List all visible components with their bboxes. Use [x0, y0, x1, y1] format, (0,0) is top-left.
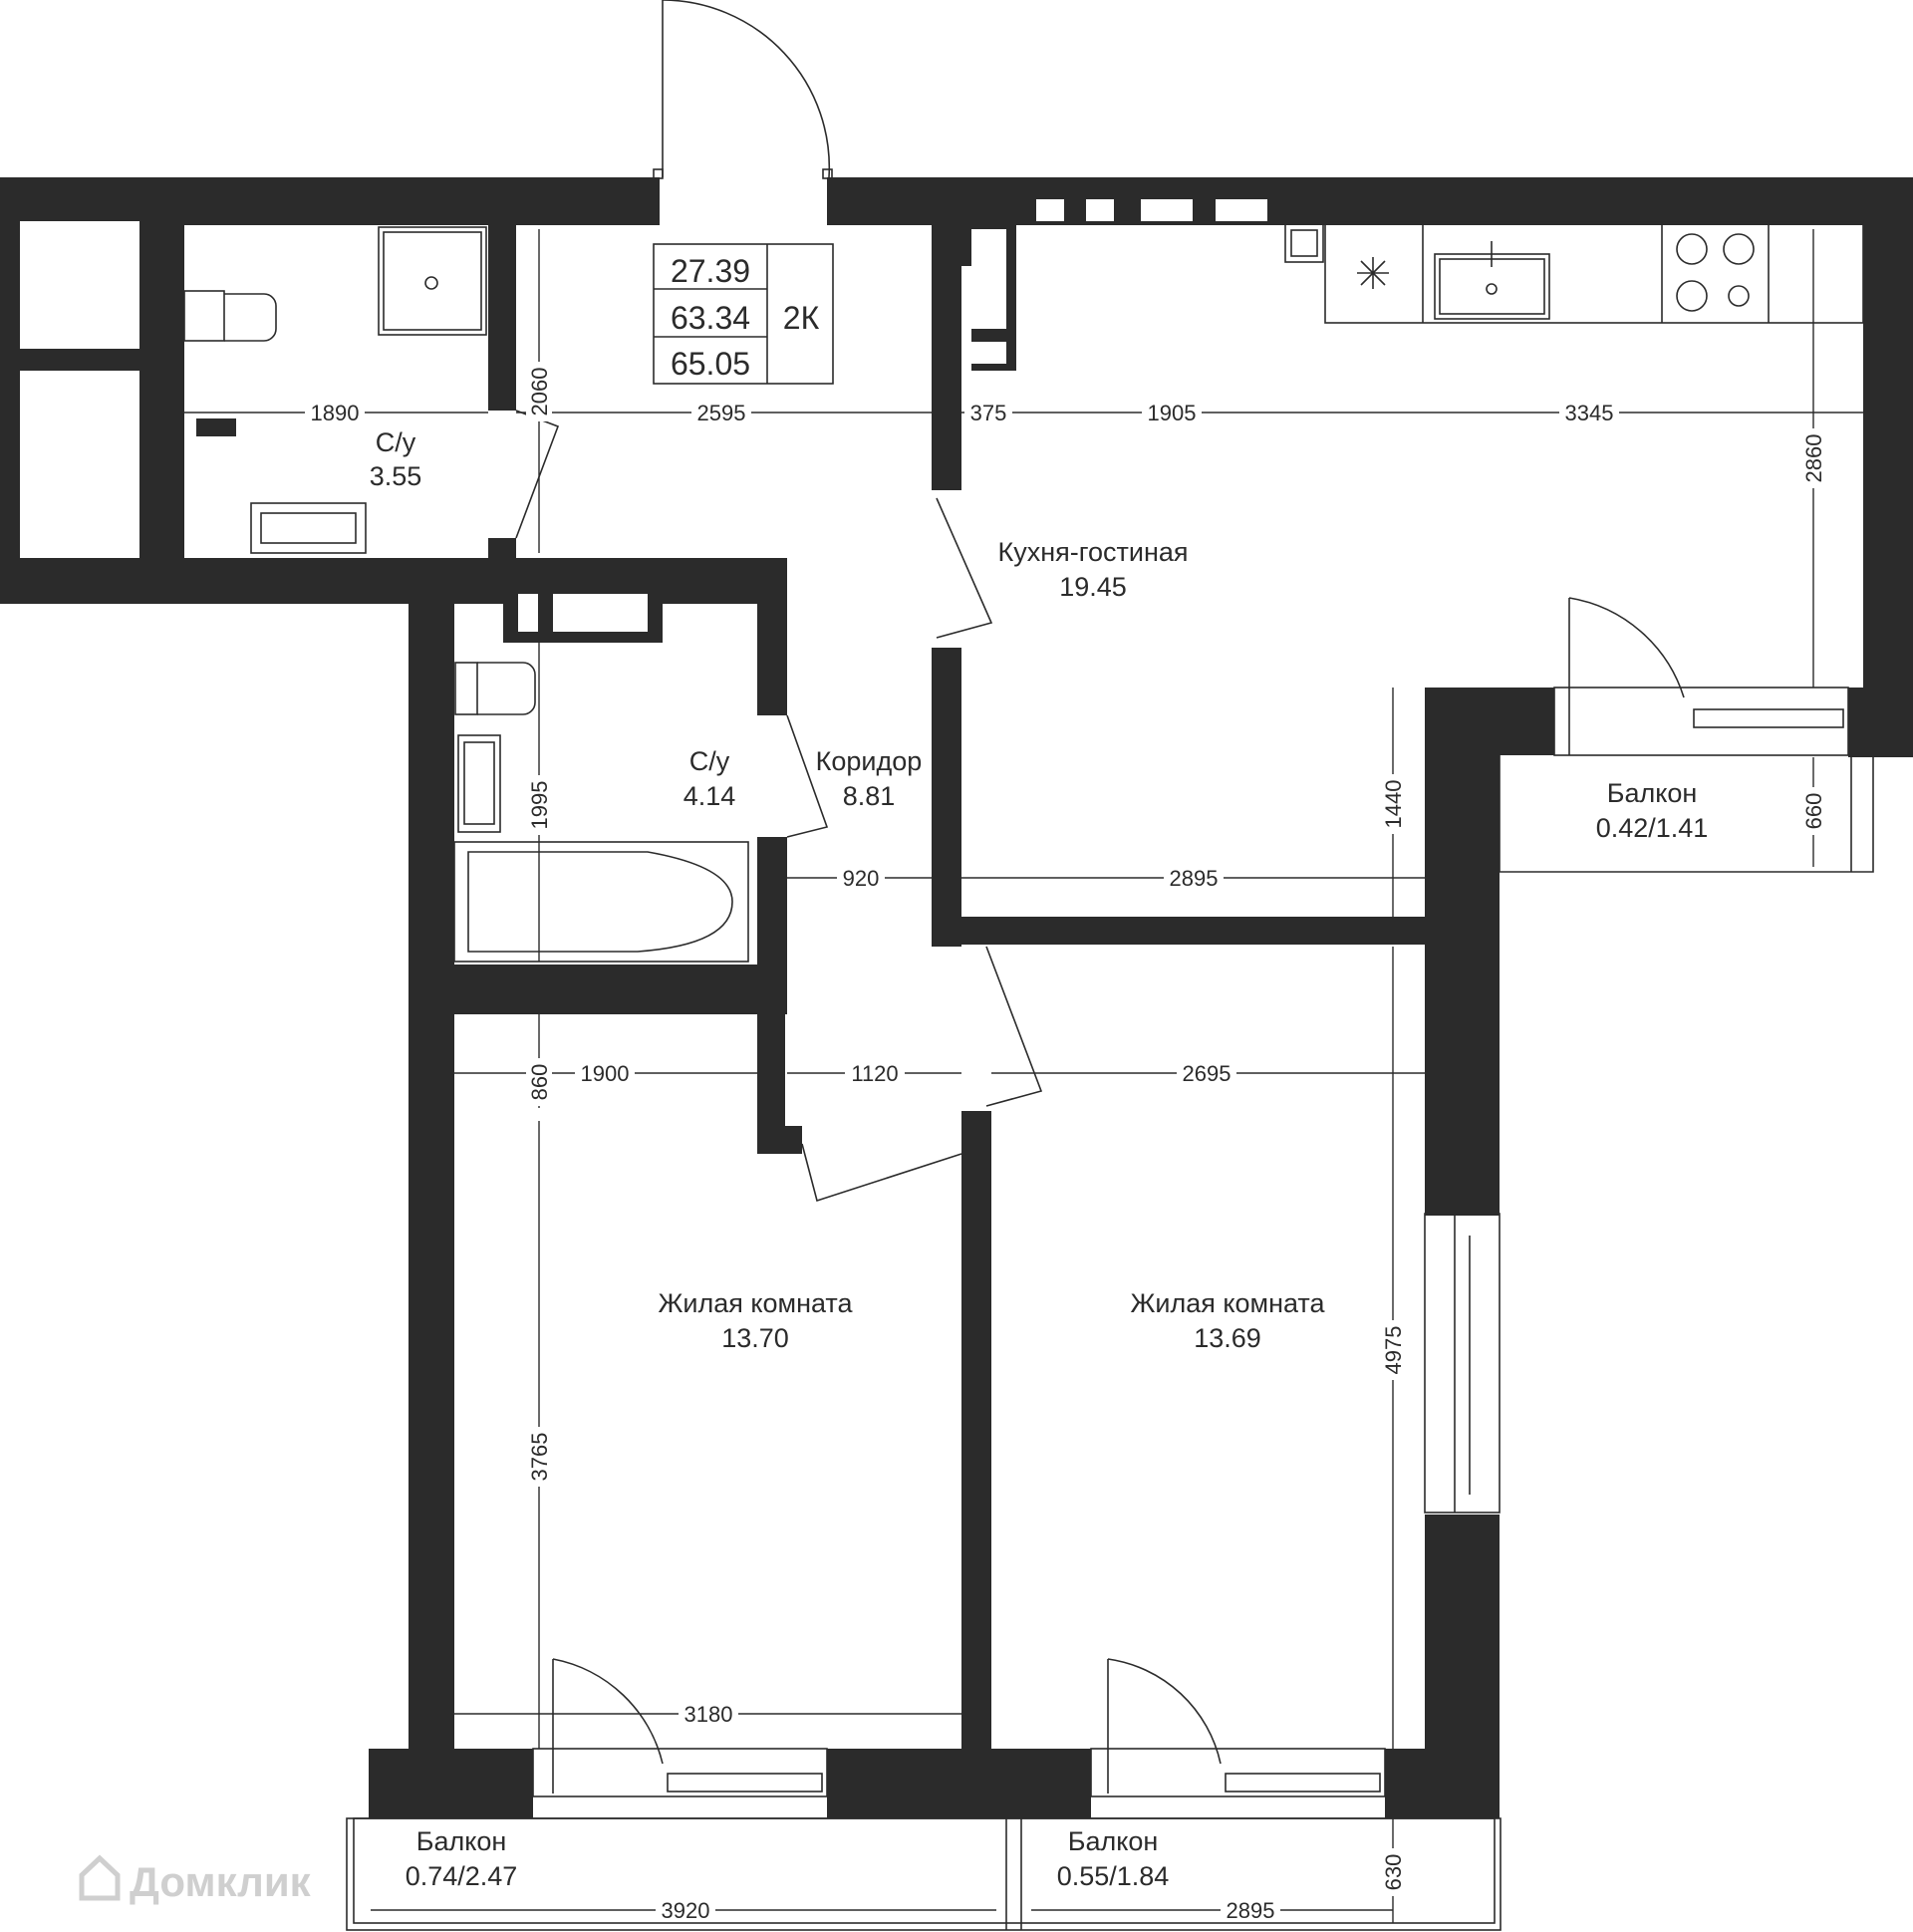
dimension-labels: 1890 2595 375 1905 3345 2060 2860 1440 6…	[305, 362, 1826, 1923]
room-name-balcony2: Балкон	[416, 1826, 507, 1856]
room-area-bedroom2: 13.69	[1194, 1323, 1261, 1353]
room-area-kitchen: 19.45	[1059, 572, 1127, 602]
room-type: 2К	[783, 300, 820, 336]
dim-2860: 2860	[1801, 434, 1826, 483]
room-name-bedroom2: Жилая комната	[1130, 1288, 1325, 1318]
total-area-with-balconies: 65.05	[671, 346, 750, 382]
fixtures	[183, 220, 1864, 963]
shower-icon	[378, 226, 487, 336]
room-area-balcony1: 0.42/1.41	[1596, 813, 1709, 843]
dim-2060: 2060	[527, 368, 552, 416]
dim-2595: 2595	[697, 401, 746, 425]
room-labels: С/у 3.55 С/у 4.14 Коридор 8.81 Кухня-гос…	[370, 427, 1709, 1891]
dim-630: 630	[1381, 1854, 1406, 1891]
room-area-balcony3: 0.55/1.84	[1057, 1861, 1170, 1891]
dim-3920: 3920	[662, 1898, 710, 1923]
dim-660: 660	[1801, 793, 1826, 830]
dim-2695: 2695	[1183, 1061, 1231, 1086]
room-name-balcony3: Балкон	[1068, 1826, 1159, 1856]
dim-1900: 1900	[581, 1061, 630, 1086]
dim-375: 375	[970, 401, 1007, 425]
total-area: 63.34	[671, 300, 750, 336]
dim-1120: 1120	[851, 1061, 898, 1086]
room-name-wc1: С/у	[376, 427, 416, 457]
kitchen-counter	[1324, 220, 1864, 324]
dim-2895-kitchen: 2895	[1170, 866, 1219, 891]
room-area-bedroom1: 13.70	[721, 1323, 789, 1353]
sink-icon-2	[457, 734, 501, 833]
room-area-wc2: 4.14	[683, 781, 736, 811]
room-name-bedroom1: Жилая комната	[658, 1288, 853, 1318]
room-area-corridor: 8.81	[843, 781, 896, 811]
house-logo-icon	[79, 1854, 121, 1901]
walls	[0, 177, 1913, 1818]
dim-3180: 3180	[684, 1702, 733, 1727]
summary-box: 27.39 63.34 65.05 2К	[653, 243, 834, 385]
dim-1905: 1905	[1148, 401, 1197, 425]
living-area-total: 27.39	[671, 253, 750, 289]
dim-3345: 3345	[1565, 401, 1614, 425]
dim-860: 860	[527, 1064, 552, 1101]
sink-icon	[250, 502, 367, 554]
room-name-wc2: С/у	[689, 746, 730, 776]
watermark-text: Домклик	[130, 1858, 312, 1905]
dim-3765: 3765	[527, 1433, 552, 1482]
dim-1995: 1995	[527, 781, 552, 830]
cooktop-icon	[1676, 233, 1755, 312]
fridge-icon	[1357, 257, 1389, 289]
dim-1440: 1440	[1381, 780, 1406, 829]
dim-1890: 1890	[311, 401, 360, 425]
toilet-icon-2	[454, 662, 478, 715]
room-area-balcony2: 0.74/2.47	[406, 1861, 518, 1891]
toilet-icon	[183, 290, 225, 342]
dim-2895-balcony: 2895	[1227, 1898, 1275, 1923]
dim-4975: 4975	[1381, 1326, 1406, 1375]
room-area-wc1: 3.55	[370, 461, 422, 491]
room-name-kitchen: Кухня-гостиная	[997, 537, 1188, 567]
room-name-balcony1: Балкон	[1607, 778, 1698, 808]
dim-920: 920	[843, 866, 880, 891]
bathtub-icon	[453, 841, 749, 963]
room-name-corridor: Коридор	[816, 746, 923, 776]
watermark: Домклик	[79, 1854, 312, 1905]
